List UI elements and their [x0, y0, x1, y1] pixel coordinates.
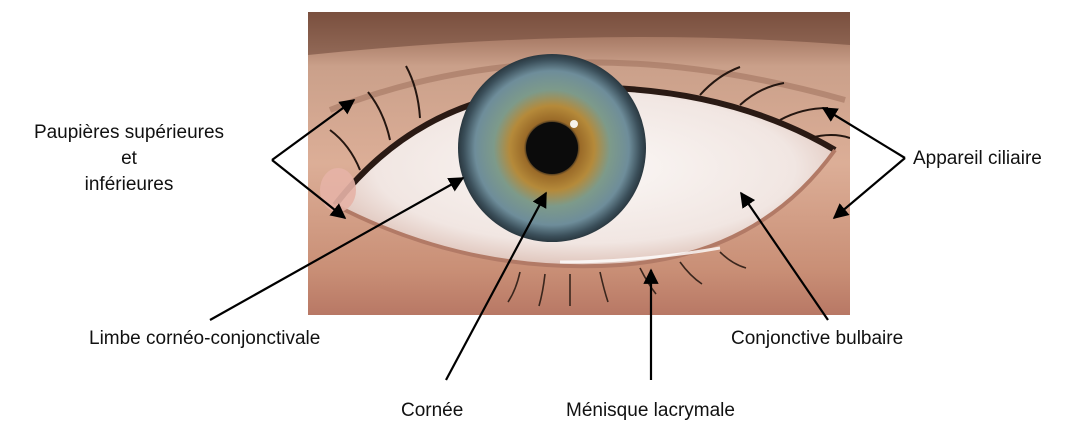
label-cornea: Cornée	[401, 398, 463, 424]
label-eyelids-line3: inférieures	[10, 172, 248, 198]
label-meniscus: Ménisque lacrymale	[566, 398, 735, 424]
label-eyelids-line1: Paupières supérieures	[10, 120, 248, 146]
pupil	[526, 122, 578, 174]
inner-canthus	[320, 168, 356, 212]
pupil-highlight	[570, 120, 578, 128]
label-conjunctiva: Conjonctive bulbaire	[731, 326, 903, 352]
label-limbus: Limbe cornéo-conjonctivale	[89, 326, 320, 352]
label-eyelids: Paupières supérieures et inférieures	[10, 120, 248, 198]
label-ciliary: Appareil ciliaire	[913, 146, 1042, 172]
eye-photo	[308, 12, 850, 315]
label-eyelids-line2: et	[10, 146, 248, 172]
